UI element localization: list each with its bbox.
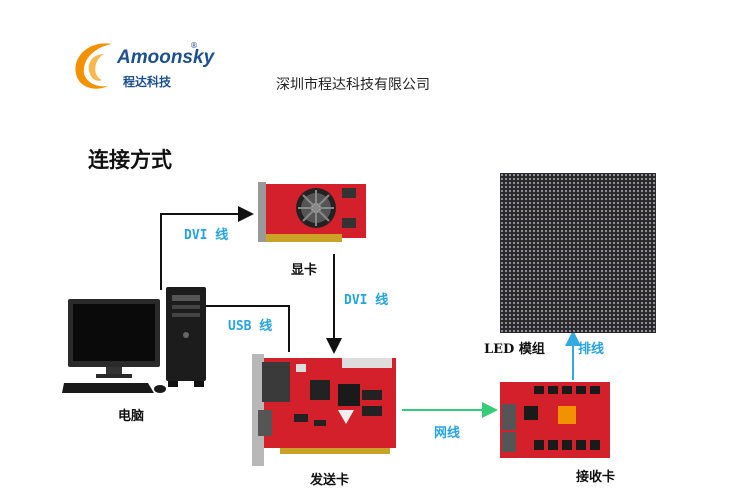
usb-line bbox=[206, 305, 290, 352]
graphics-card-label: 显卡 bbox=[291, 263, 318, 278]
logo-registered-mark: ® bbox=[190, 41, 198, 50]
dvi-cable-label-top: DVI 线 bbox=[184, 228, 229, 243]
led-module-label: LED 模组 bbox=[484, 342, 545, 357]
graphics-card-illustration bbox=[258, 178, 370, 246]
graphics-card-icon bbox=[258, 182, 366, 242]
receiver-card-illustration bbox=[500, 382, 610, 458]
dvi-line-pc-to-card bbox=[160, 206, 254, 290]
computer-illustration bbox=[62, 285, 212, 397]
sender-card-label: 发送卡 bbox=[310, 473, 350, 488]
desktop-computer-icon bbox=[62, 287, 206, 393]
sender-card-icon bbox=[252, 354, 396, 466]
logo-swoosh-icon bbox=[75, 43, 112, 89]
company-name: 深圳市程达科技有限公司 bbox=[276, 77, 430, 93]
company-logo bbox=[68, 36, 128, 96]
usb-cable-label: USB 线 bbox=[228, 319, 273, 334]
logo-chinese-name: 程达科技 bbox=[123, 75, 172, 89]
dvi-cable-label-right: DVI 线 bbox=[344, 293, 389, 308]
led-module-illustration bbox=[500, 173, 656, 333]
computer-label: 电脑 bbox=[118, 409, 145, 424]
section-title: 连接方式 bbox=[88, 148, 172, 172]
receiver-card-label: 接收卡 bbox=[576, 470, 616, 485]
sender-card-illustration bbox=[250, 350, 400, 470]
network-cable-label: 网线 bbox=[434, 426, 461, 441]
logo-wordmark: Amoonsky bbox=[117, 47, 215, 68]
receiver-card-icon bbox=[500, 382, 610, 458]
ribbon-cable-label: 排线 bbox=[578, 342, 605, 357]
